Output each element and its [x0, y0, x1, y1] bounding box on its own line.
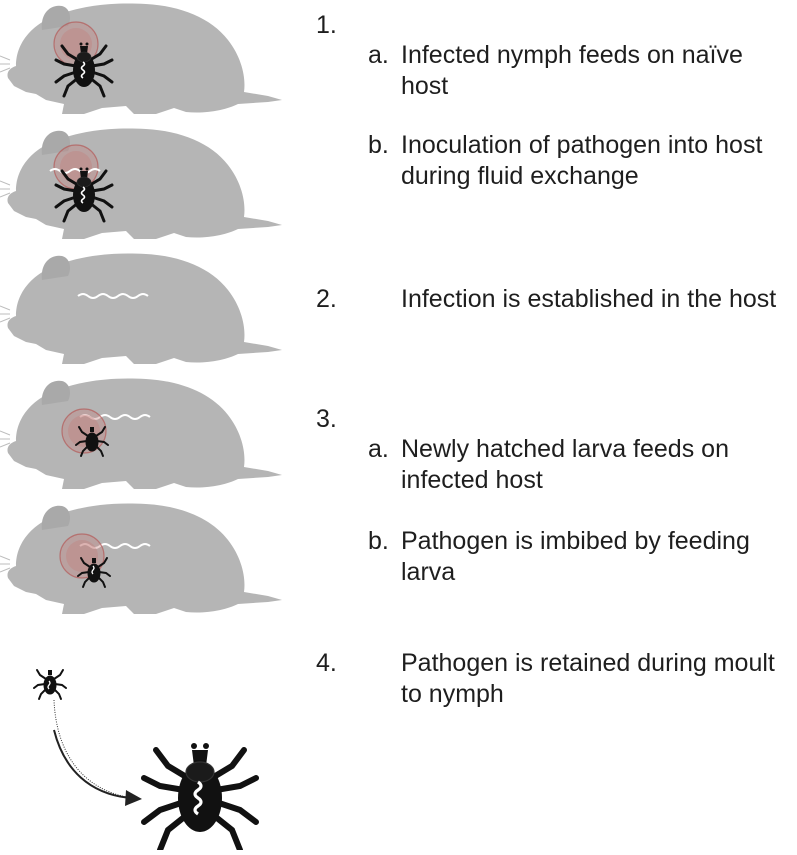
step-3a-letter: a. [368, 435, 389, 463]
panel-3b-pathogen-imbibed [0, 500, 290, 618]
panel-4-moult-diagram [20, 650, 280, 855]
panel-1b-inoculation [0, 125, 290, 243]
step-1a-letter: a. [368, 41, 389, 69]
step-4-number: 4. [316, 649, 337, 677]
step-3b-text: Pathogen is imbibed by feeding larva [401, 527, 750, 586]
step-1b-letter: b. [368, 131, 389, 159]
rodent-silhouette-icon [0, 2, 283, 115]
step-1a-text: Infected nymph feeds on naïve host [401, 41, 743, 100]
rodent-silhouette-icon [0, 502, 283, 615]
step-1-number: 1. [316, 11, 337, 39]
step-1b-text: Inoculation of pathogen into host during… [401, 131, 763, 190]
panel-3a-larva-feeds [0, 375, 290, 493]
tick-larva-icon [33, 669, 67, 700]
panel-1a-nymph-feeds [0, 0, 290, 118]
rodent-silhouette-icon [0, 252, 283, 365]
step-2-number: 2. [316, 285, 337, 313]
pathogen-squiggle-icon [77, 293, 149, 299]
panel-2-infection-established [0, 250, 290, 368]
step-2-text: Infection is established in the host [401, 285, 777, 313]
step-4-text: Pathogen is retained during moult to nym… [401, 649, 775, 708]
step-3a-text: Newly hatched larva feeds on infected ho… [401, 435, 729, 494]
curved-arrow-icon [53, 699, 133, 799]
bite-halo-icon [61, 408, 107, 454]
step-3b-letter: b. [368, 527, 389, 555]
rodent-silhouette-icon [0, 377, 283, 490]
pathogen-squiggle-icon [49, 168, 101, 174]
step-3-number: 3. [316, 405, 337, 433]
rodent-silhouette-icon [0, 127, 283, 240]
tick-nymph-icon [144, 743, 256, 850]
